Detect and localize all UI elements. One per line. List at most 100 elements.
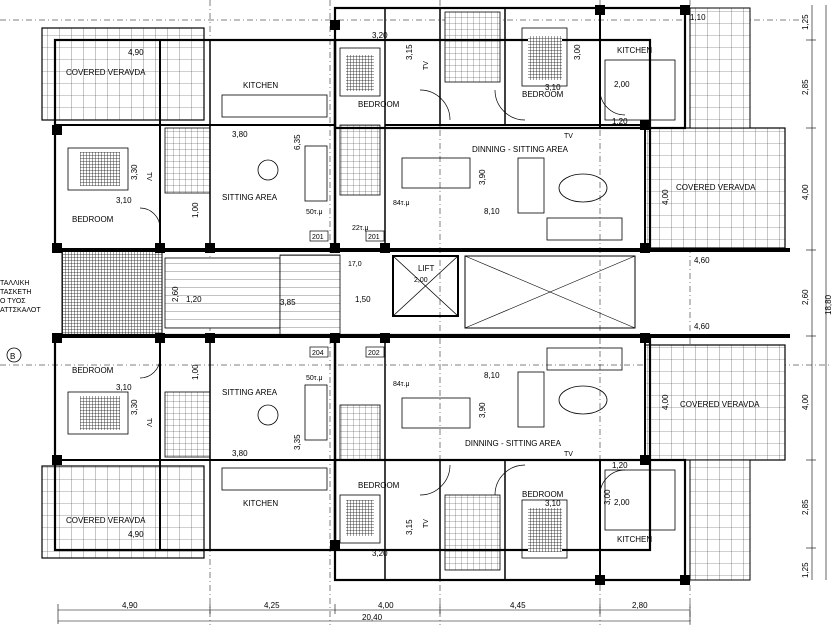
svg-text:3,20: 3,20 — [372, 31, 388, 40]
svg-text:4,00: 4,00 — [661, 189, 670, 205]
svg-text:Ο ΤΥΟΣ: Ο ΤΥΟΣ — [0, 298, 26, 305]
svg-text:1,20: 1,20 — [612, 117, 628, 126]
stair-core-2 — [279, 254, 341, 336]
svg-text:2,00: 2,00 — [614, 498, 630, 507]
svg-text:3,00: 3,00 — [603, 489, 612, 505]
room-labels: KITCHEN KITCHEN KITCHEN KITCHEN BEDROOM … — [66, 46, 760, 544]
bedroom-c-top-label: BEDROOM — [358, 100, 400, 109]
tv-label: TV — [564, 133, 573, 140]
tv-label: TV — [423, 519, 430, 528]
stair-left — [61, 249, 163, 336]
svg-text:8,10: 8,10 — [484, 371, 500, 380]
bottom-dim: 4,25 — [264, 601, 280, 610]
kitchen-ne-label: KITCHEN — [617, 46, 652, 55]
bathrooms — [164, 11, 501, 571]
right-total: 18,80 — [824, 294, 832, 315]
svg-text:4,90: 4,90 — [128, 48, 144, 57]
right-dim: 4,00 — [801, 394, 810, 410]
bed-quilts — [80, 36, 562, 552]
dinning-bot-label: DINNING - SITTING AREA — [465, 439, 562, 448]
bottom-dim: 4,90 — [122, 601, 138, 610]
bottom-dim: 2,80 — [632, 601, 648, 610]
svg-text:3,80: 3,80 — [232, 130, 248, 139]
svg-text:3,85: 3,85 — [280, 298, 296, 307]
svg-text:8,10: 8,10 — [484, 207, 500, 216]
tv-label: TV — [145, 172, 152, 181]
bedroom-e-top-label: BEDROOM — [522, 90, 564, 99]
unit-id: 204 — [312, 350, 324, 357]
svg-text:3,15: 3,15 — [405, 519, 414, 535]
right-dim: 2,60 — [801, 289, 810, 305]
svg-text:3,10: 3,10 — [116, 383, 132, 392]
tv-labels: TV TV TV TV TV TV — [145, 61, 573, 528]
svg-text:3,10: 3,10 — [545, 83, 561, 92]
veranda-sw-label: COVERED VERAVDA — [66, 516, 146, 525]
svg-text:3,15: 3,15 — [405, 44, 414, 60]
bedroom-w-bot-label: BEDROOM — [72, 366, 114, 375]
sitting-bot-label: SITTING AREA — [222, 388, 278, 397]
svg-text:3,90: 3,90 — [478, 402, 487, 418]
svg-text:3,00: 3,00 — [573, 44, 582, 60]
bottom-dim: 4,00 — [378, 601, 394, 610]
furniture — [221, 59, 676, 531]
lift-label: LIFT — [418, 264, 435, 273]
walls — [53, 6, 790, 582]
svg-text:ΤΑΣΚΕΤΗ: ΤΑΣΚΕΤΗ — [0, 289, 31, 296]
svg-text:3,90: 3,90 — [478, 169, 487, 185]
bedroom-w-top-label: BEDROOM — [72, 215, 114, 224]
veranda-e-top-label: COVERED VERAVDA — [676, 183, 756, 192]
veranda-nw-label: COVERED VERAVDA — [66, 68, 146, 77]
veranda-e-bot-label: COVERED VERAVDA — [680, 400, 760, 409]
right-dim: 1,25 — [801, 562, 810, 578]
svg-text:4,60: 4,60 — [694, 256, 710, 265]
bedroom-c-bot-label: BEDROOM — [358, 481, 400, 490]
svg-text:3,30: 3,30 — [130, 164, 139, 180]
left-note: ΤΑΛΛΙΚΗ ΤΑΣΚΕΤΗ Ο ΤΥΟΣ ΑΤΤΣΚΑΛΟΤ — [0, 280, 41, 314]
svg-text:ΑΤΤΣΚΑΛΟΤ: ΑΤΤΣΚΑΛΟΤ — [0, 307, 41, 314]
bottom-dims: 4,90 4,25 4,00 4,45 2,80 20,40 — [122, 601, 648, 622]
room-dims: 3,20 3,15 3,00 3,10 2,00 1,20 1,10 3,80 … — [116, 13, 710, 558]
area-label: 22τ.μ — [352, 225, 369, 232]
svg-text:1,00: 1,00 — [191, 364, 200, 380]
area-label: 17,0 — [348, 261, 362, 268]
unit-id: 202 — [368, 350, 380, 357]
svg-text:4,90: 4,90 — [128, 530, 144, 539]
svg-text:1,10: 1,10 — [690, 13, 706, 22]
right-dim: 1,25 — [801, 14, 810, 30]
columns — [52, 5, 690, 585]
svg-text:3,30: 3,30 — [130, 399, 139, 415]
tv-label: TV — [564, 451, 573, 458]
right-dim: 2,85 — [801, 79, 810, 95]
kitchen-nw-label: KITCHEN — [243, 81, 278, 90]
bottom-dim: 4,45 — [510, 601, 526, 610]
area-label: 84τ.μ — [393, 381, 410, 388]
right-dim: 4,00 — [801, 184, 810, 200]
doors — [139, 89, 626, 496]
svg-text:3,35: 3,35 — [293, 434, 302, 450]
bedroom-e-bot-label: BEDROOM — [522, 490, 564, 499]
svg-text:1,00: 1,00 — [191, 202, 200, 218]
kitchen-se-label: KITCHEN — [617, 535, 652, 544]
beds — [67, 27, 568, 559]
unit-id: 201 — [312, 234, 324, 241]
unit-id: 201 — [368, 234, 380, 241]
svg-text:3,80: 3,80 — [232, 449, 248, 458]
lift-size-label: 2,00 — [414, 277, 428, 284]
svg-text:4,60: 4,60 — [694, 322, 710, 331]
right-dims: 1,25 2,85 4,00 2,60 4,00 2,85 1,25 18,80 — [801, 14, 832, 578]
bottom-total: 20,40 — [362, 613, 383, 622]
svg-text:1,50: 1,50 — [355, 295, 371, 304]
right-dimension-chain — [806, 5, 827, 580]
stair-core — [164, 257, 281, 329]
area-label: 50τ.μ — [306, 375, 323, 382]
svg-text:1,20: 1,20 — [612, 461, 628, 470]
svg-text:2,00: 2,00 — [614, 80, 630, 89]
svg-text:2,60: 2,60 — [171, 286, 180, 302]
area-label: 84τ.μ — [393, 200, 410, 207]
svg-text:3,10: 3,10 — [545, 499, 561, 508]
svg-text:6,35: 6,35 — [293, 134, 302, 150]
tv-label: TV — [423, 61, 430, 70]
dinning-top-label: DINNING - SITTING AREA — [472, 145, 569, 154]
area-labels: 50τ.μ 84τ.μ 22τ.μ 50τ.μ 84τ.μ 17,0 — [306, 200, 410, 388]
